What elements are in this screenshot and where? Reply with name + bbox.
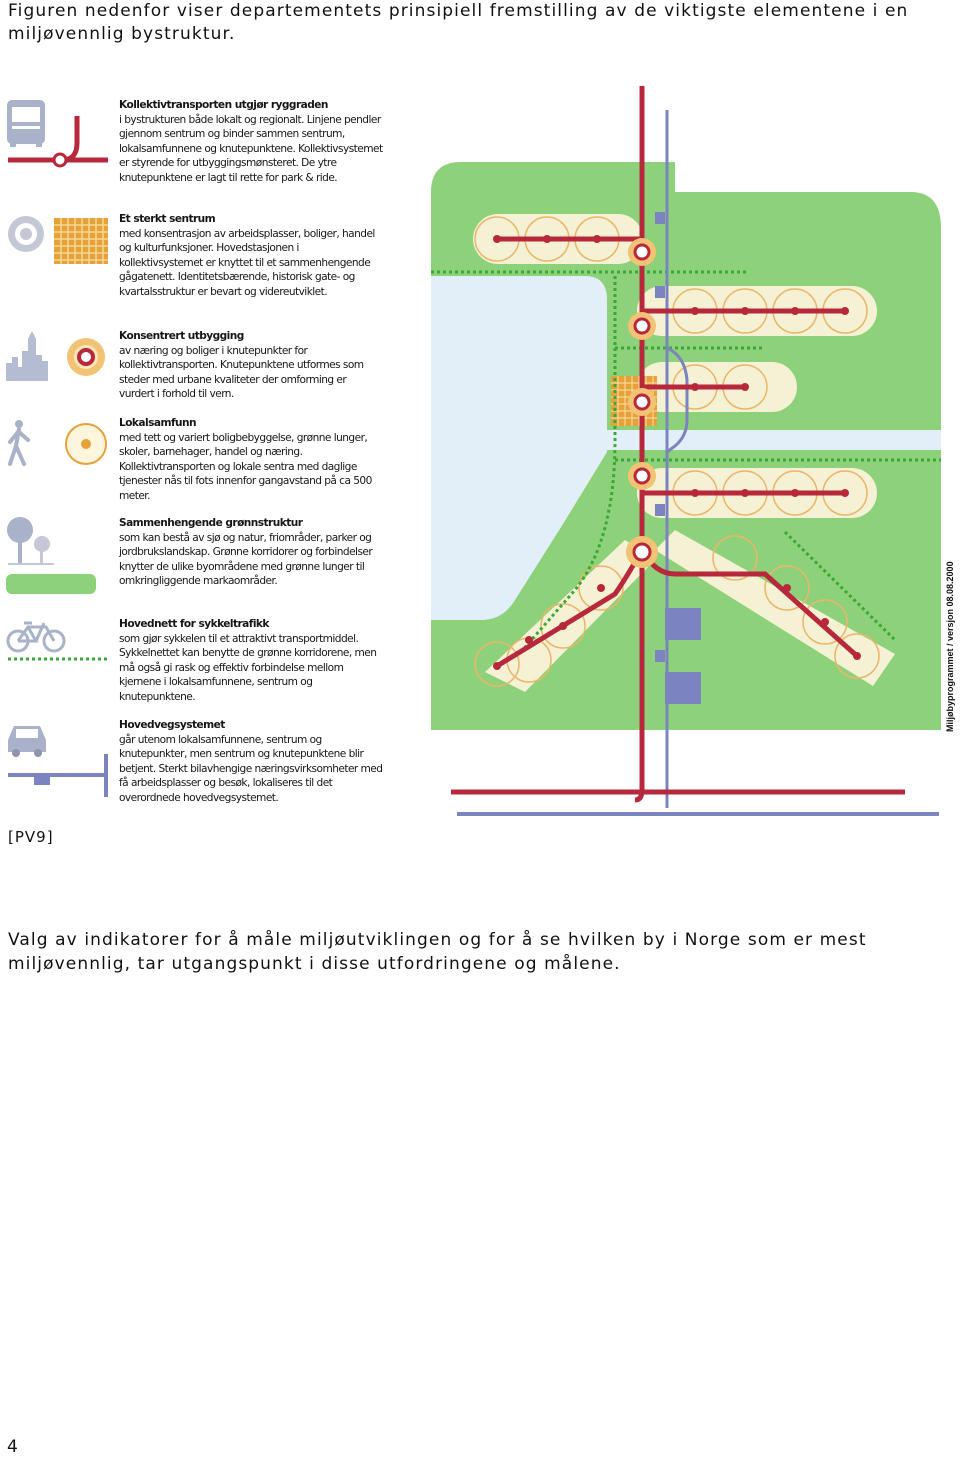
city-structure-map: Miljøbyprogrammet / versjon 08.08.2000 (431, 86, 955, 816)
intro-text: Figuren nedenfor viser departementets pr… (8, 1, 909, 44)
page-number: 4 (7, 1437, 18, 1457)
pedestrian-icon (8, 420, 107, 466)
water-channel (607, 430, 941, 450)
hub-nodes (626, 238, 658, 568)
tree-icon (6, 517, 96, 594)
bicycle-icon (6, 621, 108, 661)
main-road-icon (8, 754, 108, 797)
main-road-network (457, 110, 939, 816)
bus-icon (7, 100, 108, 168)
footnote-marker: [PV9] (8, 828, 54, 846)
car-icon (8, 726, 108, 797)
stops (493, 235, 861, 670)
node-icon (67, 338, 105, 376)
city-grid-icon (54, 218, 108, 264)
cycle-network (431, 270, 941, 653)
skyline-icon (6, 331, 105, 381)
water-body (431, 276, 607, 620)
body-paragraph: Valg av indikatorer for å måle miljøutvi… (8, 930, 867, 974)
local-community-icon (65, 423, 107, 465)
green-area-icon (6, 574, 96, 594)
map-credit: Miljøbyprogrammet / versjon 08.08.2000 (945, 561, 955, 732)
target-icon (8, 216, 108, 264)
